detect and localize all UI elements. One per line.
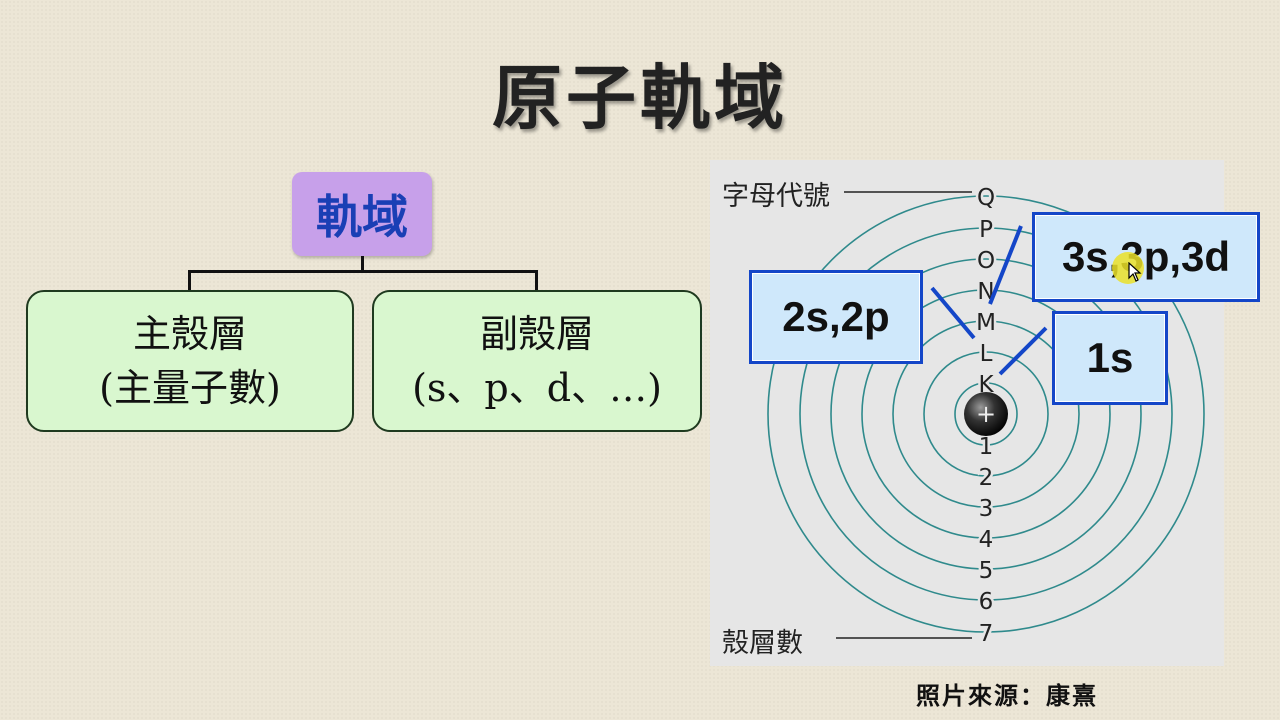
n3-pointer-line (988, 225, 1023, 305)
n3-subshell-text: 3s,3p,3d (1061, 233, 1231, 280)
orbit-rings (767, 195, 1205, 633)
subshell-box: 副殼層 (s、p、d、…) (372, 290, 702, 432)
subshell-label: 副殼層 (479, 312, 594, 356)
letter-caption: 字母代號 (722, 181, 830, 212)
photo-credit: 照片來源：康熹 (916, 682, 1098, 710)
orbit-ring-3 (892, 320, 1080, 508)
orbit-ring-4 (861, 289, 1111, 539)
tree-connector-left (188, 270, 191, 290)
page-title: 原子軌域 (492, 57, 788, 139)
nucleus-plus: + (976, 400, 996, 428)
n3-subshell-label: 3s,3p,3d (1032, 212, 1260, 302)
principal-shell-label: 主殼層 (132, 312, 247, 356)
shell-letter-M: M (976, 310, 996, 336)
tree-root-label: 軌域 (316, 190, 408, 244)
shell-number-4: 4 (979, 527, 994, 553)
shell-letter-L: L (980, 341, 993, 367)
orbit-ring-5 (830, 258, 1142, 570)
tree-connector-right (535, 270, 538, 290)
n1-pointer-line (998, 326, 1048, 376)
n2-subshell-text: 2s,2p (782, 293, 890, 340)
n1-subshell-label: 1s (1052, 311, 1168, 405)
principal-shell-box: 主殼層 (主量子數) (26, 290, 354, 432)
tree-root-box: 軌域 (292, 172, 432, 256)
shell-letter-Q: Q (977, 185, 995, 211)
tree-connector-horizontal (188, 270, 538, 273)
orbit-ring-6 (799, 227, 1173, 601)
n2-subshell-label: 2s,2p (749, 270, 923, 364)
orbit-ring-1 (954, 382, 1018, 446)
shell-number-1: 1 (979, 434, 994, 460)
nucleus (964, 392, 1008, 436)
n1-subshell-text: 1s (1086, 334, 1134, 381)
pointer-highlight (1112, 252, 1144, 284)
orbit-ring-7 (767, 195, 1205, 633)
principal-shell-sublabel: (主量子數) (99, 366, 281, 410)
n2-pointer-line (930, 286, 976, 340)
tree-connector-vertical (361, 256, 364, 272)
subshell-sublabel: (s、p、d、…) (412, 366, 662, 410)
mouse-cursor-icon (1128, 262, 1142, 282)
shell-number-5: 5 (979, 558, 994, 584)
shell-number-2: 2 (979, 465, 994, 491)
shell-letter-P: P (979, 217, 993, 243)
shell-number-3: 3 (979, 496, 994, 522)
shell-caption: 殼層數 (722, 628, 803, 659)
shell-number-6: 6 (979, 589, 994, 615)
shell-number-7: 7 (979, 621, 994, 647)
shell-letter-O: O (977, 248, 995, 274)
orbit-ring-2 (923, 351, 1049, 477)
shell-numbers: 1 2 3 4 5 6 7 (976, 432, 996, 650)
